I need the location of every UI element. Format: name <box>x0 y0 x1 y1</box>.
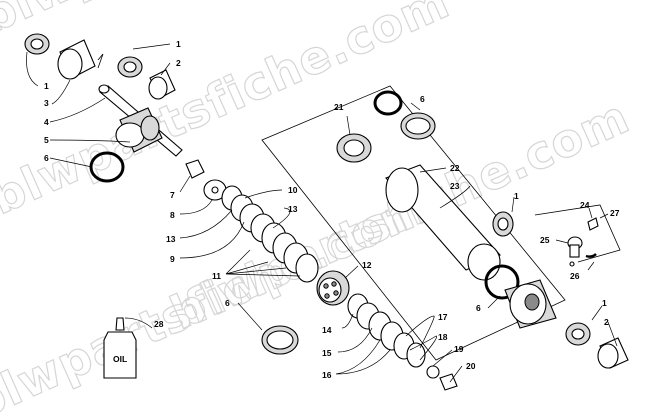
shim-stack <box>221 185 319 283</box>
callout-28: 28 <box>154 319 164 329</box>
retaining-ring-top <box>400 112 436 140</box>
callout-15: 15 <box>322 348 332 358</box>
pin-mark <box>97 53 104 69</box>
callout-6: 6 <box>225 298 230 308</box>
shock-body <box>385 164 501 281</box>
callout-20: 20 <box>466 361 476 371</box>
callout-1: 1 <box>176 39 181 49</box>
callout-10: 10 <box>288 185 298 195</box>
callout-12: 12 <box>362 260 372 270</box>
callout-6: 6 <box>44 153 49 163</box>
callouts: 1 2 1 3 4 5 6 7 8 13 9 10 13 11 12 6 14 … <box>44 39 620 380</box>
callout-2: 2 <box>604 317 609 327</box>
retaining-ring-lower <box>261 325 299 355</box>
leader-lines <box>26 43 618 383</box>
callout-23: 23 <box>450 181 460 191</box>
valve-bracket <box>534 204 621 263</box>
valve-screw <box>587 217 599 231</box>
callout-26: 26 <box>570 271 580 281</box>
piston <box>316 270 350 306</box>
bushing-top-left <box>24 33 50 55</box>
spacer-top-mid <box>148 69 176 100</box>
valve-clip <box>585 253 597 258</box>
callout-2: 2 <box>176 58 181 68</box>
subassembly-frame <box>261 85 566 361</box>
callout-1: 1 <box>44 81 49 91</box>
svg-text:blwpartsfiche.com: blwpartsfiche.com <box>0 179 437 417</box>
callout-5: 5 <box>44 135 49 145</box>
oil-bottle: OIL <box>103 317 137 379</box>
callout-27: 27 <box>610 208 620 218</box>
spacer-lower-right <box>597 337 629 369</box>
callout-1: 1 <box>602 298 607 308</box>
callout-13: 13 <box>288 204 298 214</box>
oil-bottle-label: OIL <box>113 354 127 364</box>
callout-11: 11 <box>212 271 221 281</box>
seal-head <box>336 133 372 163</box>
o-ring-right <box>484 264 520 300</box>
callout-9: 9 <box>170 254 175 264</box>
callout-13: 13 <box>166 234 176 244</box>
lock-washer <box>426 365 440 379</box>
callout-22: 22 <box>450 163 460 173</box>
bushing-lower-right <box>565 322 591 346</box>
lower-shim-stack <box>347 293 426 368</box>
bushing-top-mid <box>117 56 143 78</box>
end-cap <box>504 279 557 329</box>
callout-6: 6 <box>420 94 425 104</box>
sleeve-top-left <box>57 39 96 80</box>
callout-19: 19 <box>454 344 464 354</box>
callout-8: 8 <box>170 210 175 220</box>
callout-24: 24 <box>580 200 590 210</box>
callout-7: 7 <box>170 190 175 200</box>
bushing-mid-right <box>492 211 514 237</box>
callout-14: 14 <box>322 325 332 335</box>
callout-18: 18 <box>438 332 448 342</box>
callout-1: 1 <box>514 191 519 201</box>
callout-17: 17 <box>438 312 448 322</box>
washer-hole <box>211 186 219 194</box>
shaft-assembly <box>98 84 183 157</box>
o-ring-top <box>373 90 403 116</box>
callout-6: 6 <box>476 303 481 313</box>
callout-25: 25 <box>540 235 550 245</box>
callout-16: 16 <box>322 370 332 380</box>
nut <box>185 159 205 179</box>
callout-3: 3 <box>44 98 49 108</box>
callout-21: 21 <box>334 102 344 112</box>
callout-4: 4 <box>44 117 49 127</box>
